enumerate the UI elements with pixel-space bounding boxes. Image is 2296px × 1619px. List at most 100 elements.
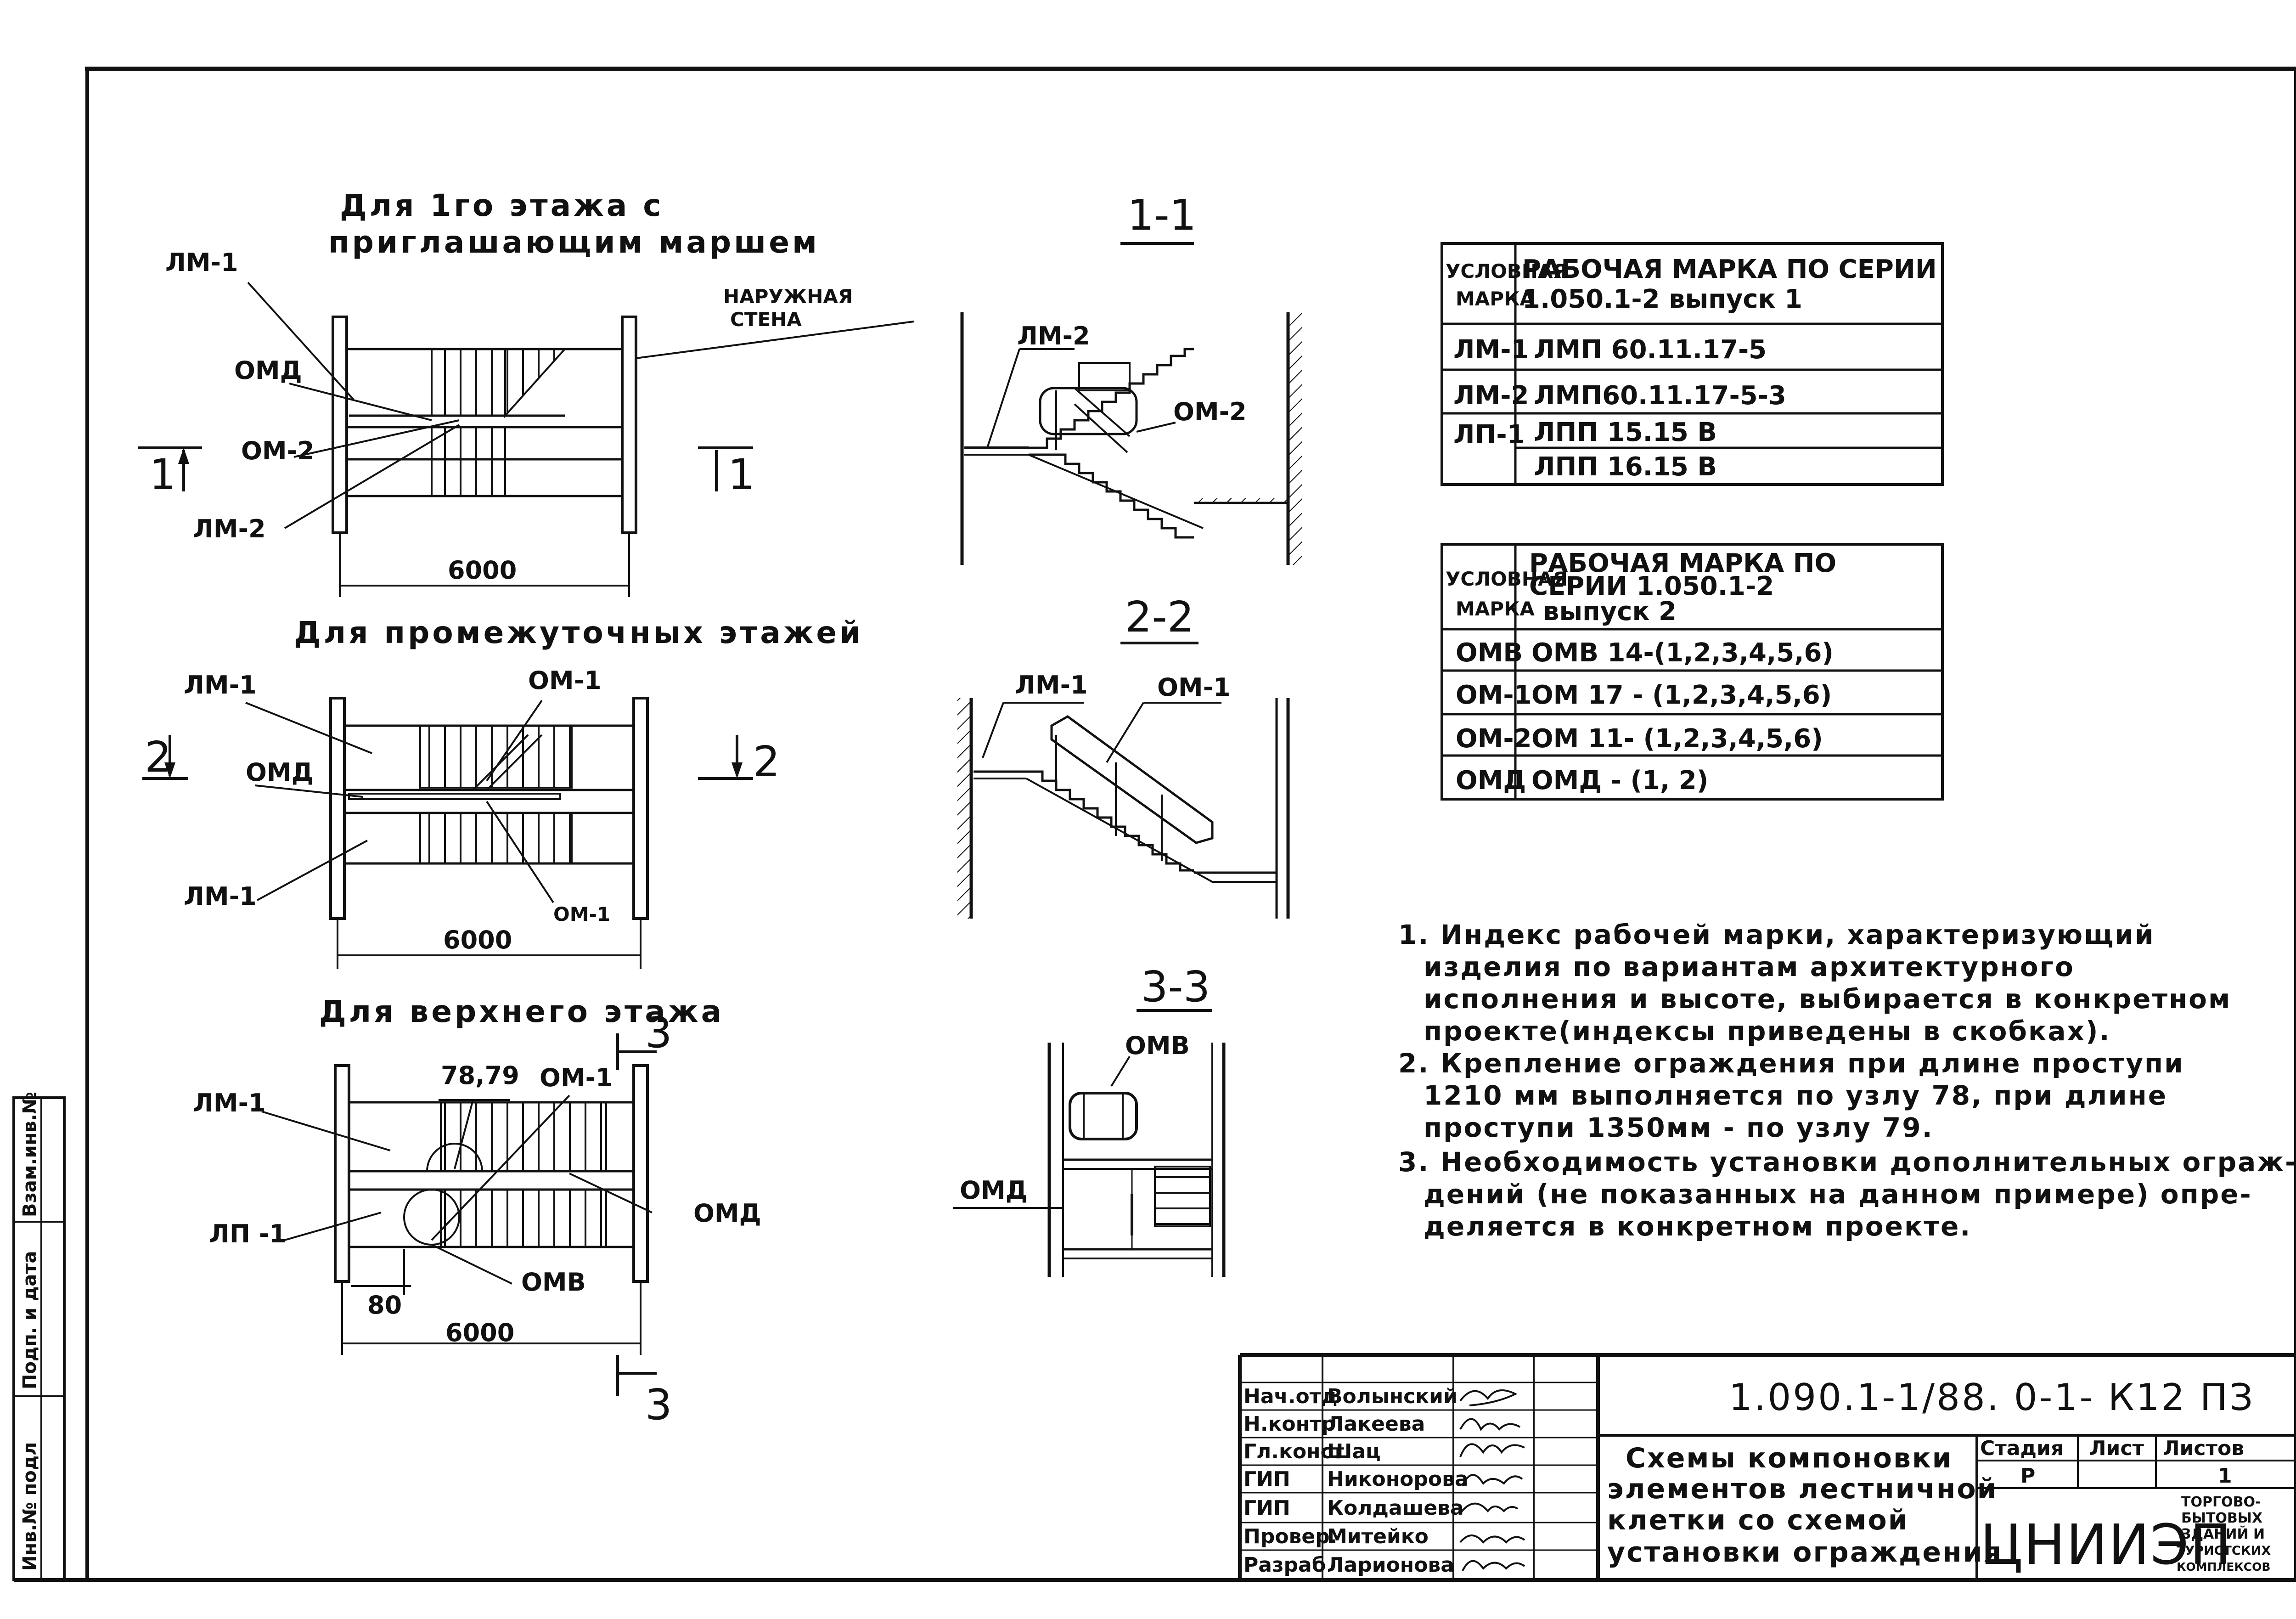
plan-first-om2: ОМ-2: [241, 436, 315, 465]
table2-row3-work: ОМ 11- (1,2,3,4,5,6): [1531, 724, 1823, 754]
plan-middle-dim: 6000: [443, 925, 512, 954]
table2-row3-mark: ОМ-2: [1456, 724, 1532, 754]
note-2-line-1: 2. Крепление ограждения при длине просту…: [1398, 1048, 2184, 1079]
section-2-2-title: 2-2: [1125, 592, 1194, 642]
table1-row4-work: ЛПП 16.15 В: [1534, 452, 1717, 482]
plan-first-lm1: ЛМ-1: [165, 248, 238, 277]
staff-name-3: Шац: [1327, 1440, 1381, 1463]
table2-head-work-1: РАБОЧАЯ МАРКА ПО: [1529, 548, 1836, 578]
section-3-3-omd: ОМД: [960, 1176, 1028, 1205]
doc-title-3: клетки со схемой: [1607, 1504, 1909, 1536]
plan-first-dim: 6000: [448, 556, 517, 585]
plan-first-omd: ОМД: [234, 356, 302, 385]
table1-row3-work: ЛПП 15.15 В: [1534, 417, 1717, 447]
table-series-vyp1: УСЛОВНАЯ МАРКА РАБОЧАЯ МАРКА ПО СЕРИИ 1.…: [1441, 242, 1944, 486]
table2-row4-mark: ОМД: [1456, 766, 1526, 795]
staff-name-2: Лакеева: [1327, 1412, 1425, 1436]
sheet-label: Лист: [2089, 1437, 2144, 1460]
staff-role-5: ГИП: [1244, 1496, 1290, 1520]
stage-value: Р: [2020, 1464, 2035, 1488]
table2-head-work-3: выпуск 2: [1543, 597, 1677, 626]
staff-role-1: Нач.отд: [1244, 1385, 1338, 1408]
staff-role-3: Гл.конст: [1244, 1440, 1345, 1463]
section-2-2-lm1: ЛМ-1: [1015, 671, 1088, 699]
table2-row2-mark: ОМ-1: [1456, 680, 1532, 710]
plan-middle-lm1-bottom: ЛМ-1: [184, 882, 257, 911]
table1-head-work-2: 1.050.1-2 выпуск 1: [1522, 284, 1802, 314]
section-1-1-title: 1-1: [1127, 191, 1196, 240]
staff-role-7: Разраб: [1244, 1553, 1326, 1577]
table2-row1-mark: ОМВ: [1456, 638, 1523, 668]
stage-label: Стадия: [1980, 1437, 2064, 1460]
plan-first-title-2: приглашающим маршем: [328, 225, 820, 260]
note-3-line-2: дений (не показанных на данном примере) …: [1424, 1179, 2252, 1210]
plan-middle-title: Для промежуточных этажей: [294, 615, 863, 650]
table2-row2-work: ОМ 17 - (1,2,3,4,5,6): [1531, 680, 1832, 710]
staff-name-6: Митейко: [1327, 1525, 1429, 1548]
table2-head-mark-1: УСЛОВНАЯ: [1446, 568, 1568, 590]
plan-top-dim: 6000: [445, 1318, 514, 1347]
signature-marks: [1459, 1389, 1525, 1571]
org-line-2: БЫТОВЫХ: [2181, 1510, 2262, 1526]
section-3-3-title: 3-3: [1141, 962, 1210, 1011]
side-sign: Подп. и дата: [19, 1251, 40, 1389]
plan-top-lp1: ЛП -1: [209, 1219, 287, 1248]
org-line-5: КОМПЛЕКСОВ: [2177, 1560, 2270, 1574]
plan-middle-cut-right: 2: [753, 737, 780, 786]
doc-title-4: установки ограждения: [1607, 1536, 2003, 1568]
plan-first-cut-right: 1: [728, 450, 755, 499]
note-3-line-1: 3. Необходимость установки дополнительны…: [1398, 1146, 2296, 1178]
org-logo: ЦНИИЭП: [1980, 1513, 2232, 1577]
table1-head-mark-2: МАРКА: [1456, 288, 1535, 310]
org-line-1: ТОРГОВО-: [2181, 1494, 2261, 1510]
plan-middle-floor: Для промежуточных этажей ЛМ-1 ОМ-1 ОМД Л…: [142, 615, 863, 969]
note-1-line-1: 1. Индекс рабочей марки, характеризующий: [1398, 919, 2155, 950]
plan-top-omd: ОМД: [693, 1199, 761, 1228]
sheets-label: Листов: [2163, 1437, 2244, 1460]
section-1-1: 1-1 ЛМ-2 ОМ-2: [960, 191, 1302, 565]
section-2-2-om1: ОМ-1: [1157, 673, 1231, 702]
side-inv: Инв.№ подл: [19, 1442, 40, 1571]
section-1-1-om2: ОМ-2: [1173, 397, 1247, 426]
org-line-4: ТУРИСТСКИХ: [2177, 1544, 2271, 1558]
plan-top-dim-small: 80: [367, 1291, 402, 1320]
table1-row3-mark: ЛП-1: [1453, 420, 1525, 450]
sheets-value: 1: [2218, 1464, 2232, 1488]
document-code: 1.090.1-1/88. 0-1- К12 ПЗ: [1729, 1376, 2255, 1419]
plan-first-floor: Для 1го этажа с приглашающим маршем ЛМ-1…: [138, 188, 914, 597]
plan-top-omv: ОМВ: [521, 1268, 586, 1297]
staff-role-6: Провер.: [1244, 1525, 1337, 1548]
staff-name-7: Ларионова: [1327, 1553, 1454, 1577]
plan-first-wall-2: СТЕНА: [730, 308, 802, 331]
section-3-3-omv: ОМВ: [1125, 1031, 1190, 1060]
section-1-1-lm2: ЛМ-2: [1017, 322, 1090, 350]
note-1-line-2: изделия по вариантам архитектурного: [1424, 951, 2075, 982]
plan-top-cut-bottom: 3: [645, 1380, 672, 1429]
plan-top-floor: Для верхнего этажа ЛМ-1 78,79 ОМ-1 ЛП -1…: [193, 994, 761, 1429]
plan-top-cut-top: 3: [645, 1008, 672, 1057]
table1-row2-mark: ЛМ-2: [1453, 381, 1529, 411]
table1-head-work-1: РАБОЧАЯ МАРКА ПО СЕРИИ: [1522, 254, 1937, 284]
plan-top-node: 78,79: [441, 1061, 519, 1090]
staff-role-4: ГИП: [1244, 1467, 1290, 1491]
plan-first-title-1: Для 1го этажа с: [340, 188, 664, 223]
table2-head-work-2: СЕРИИ 1.050.1-2: [1529, 571, 1774, 601]
plan-top-om1: ОМ-1: [540, 1063, 613, 1092]
plan-middle-cut-left: 2: [145, 733, 172, 782]
note-2-line-2: 1210 мм выполняется по узлу 78, при длин…: [1424, 1080, 2167, 1111]
section-2-2: 2-2 ЛМ-1 ОМ-1: [957, 592, 1290, 919]
table2-head-mark-2: МАРКА: [1456, 598, 1535, 620]
org-line-3: ЗДАНИЙ И: [2181, 1526, 2265, 1542]
plan-middle-omd: ОМД: [246, 758, 314, 787]
sheet-frame: [14, 67, 2296, 1582]
doc-title-2: элементов лестничной: [1607, 1473, 1998, 1505]
staff-role-2: Н.контр: [1244, 1412, 1336, 1436]
note-3-line-3: деляется в конкретном проекте.: [1424, 1211, 1971, 1242]
note-2-line-3: проступи 1350мм - по узлу 79.: [1424, 1112, 1934, 1143]
plan-middle-om1-top: ОМ-1: [528, 666, 602, 695]
staff-name-4: Никонорова: [1327, 1467, 1469, 1491]
plan-middle-om1-bottom: ОМ-1: [553, 903, 610, 925]
plan-top-title: Для верхнего этажа: [319, 994, 724, 1029]
note-1-line-4: проекте(индексы приведены в скобках).: [1424, 1015, 2111, 1047]
